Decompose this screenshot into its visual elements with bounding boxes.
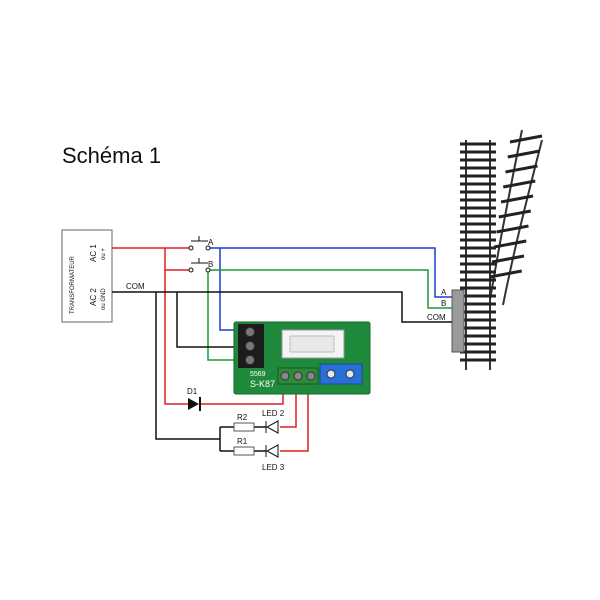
com-label-left: COM: [126, 282, 145, 291]
sleeper-diverging: [502, 179, 536, 189]
led3-label: LED 3: [262, 463, 285, 472]
ac1-sub: ou +: [101, 248, 107, 260]
sleeper-diverging: [491, 254, 525, 264]
blue-wire-a: [210, 247, 452, 298]
ac2-sub: ou GND: [101, 288, 107, 310]
ac1-label: AC 1: [89, 244, 98, 262]
point-motor: [451, 289, 465, 353]
turnout-track: [451, 129, 543, 370]
green-wire-b: [210, 269, 452, 309]
red-wire-switch-b: [164, 248, 190, 271]
r1-label: R1: [237, 437, 248, 446]
led-3: [265, 444, 279, 458]
diagram-title: Schéma 1: [62, 143, 161, 168]
sleeper-diverging: [496, 224, 529, 234]
led-2: [265, 420, 279, 434]
com-label-right: COM: [427, 313, 446, 322]
push-button-a: [188, 236, 211, 251]
sleeper-diverging: [507, 149, 541, 159]
black-wire-com-board: [176, 292, 238, 348]
track-a-label: A: [441, 288, 447, 297]
black-wire-com: [112, 291, 452, 323]
ac2-label: AC 2: [89, 288, 98, 306]
sleeper-diverging: [509, 134, 543, 144]
sleeper-diverging: [505, 164, 538, 174]
diode-d1: [188, 397, 201, 411]
r2-label: R2: [237, 413, 248, 422]
transformer: TRANSFORMATEUR AC 1 ou + AC 2 ou GND: [61, 229, 113, 323]
sleeper-diverging: [493, 239, 527, 249]
wires: [112, 247, 452, 452]
module-name: S-K87: [250, 379, 275, 389]
track-b-label: B: [441, 299, 446, 308]
led2-label: LED 2: [262, 409, 285, 418]
blue-wire-a-board: [219, 248, 238, 331]
red-wire-diode: [164, 270, 188, 405]
switch-b-label: B: [208, 260, 213, 269]
relay-module: 5569 S-K87: [233, 321, 371, 395]
track-sleepers: [460, 134, 543, 362]
black-wire-com-leds: [155, 292, 220, 440]
switch-a-label: A: [208, 238, 214, 247]
transformer-name: TRANSFORMATEUR: [70, 255, 76, 314]
green-wire-b-board: [207, 270, 238, 361]
resistor-r2: [233, 422, 255, 432]
resistor-r1: [233, 446, 255, 456]
sleeper-diverging: [498, 209, 532, 219]
push-button-b: [188, 258, 211, 273]
diode-label: D1: [187, 387, 198, 396]
sleeper-diverging: [489, 269, 523, 279]
sleeper-diverging: [500, 194, 534, 204]
module-code: 5569: [250, 371, 266, 378]
red-wire-led3: [280, 378, 309, 452]
